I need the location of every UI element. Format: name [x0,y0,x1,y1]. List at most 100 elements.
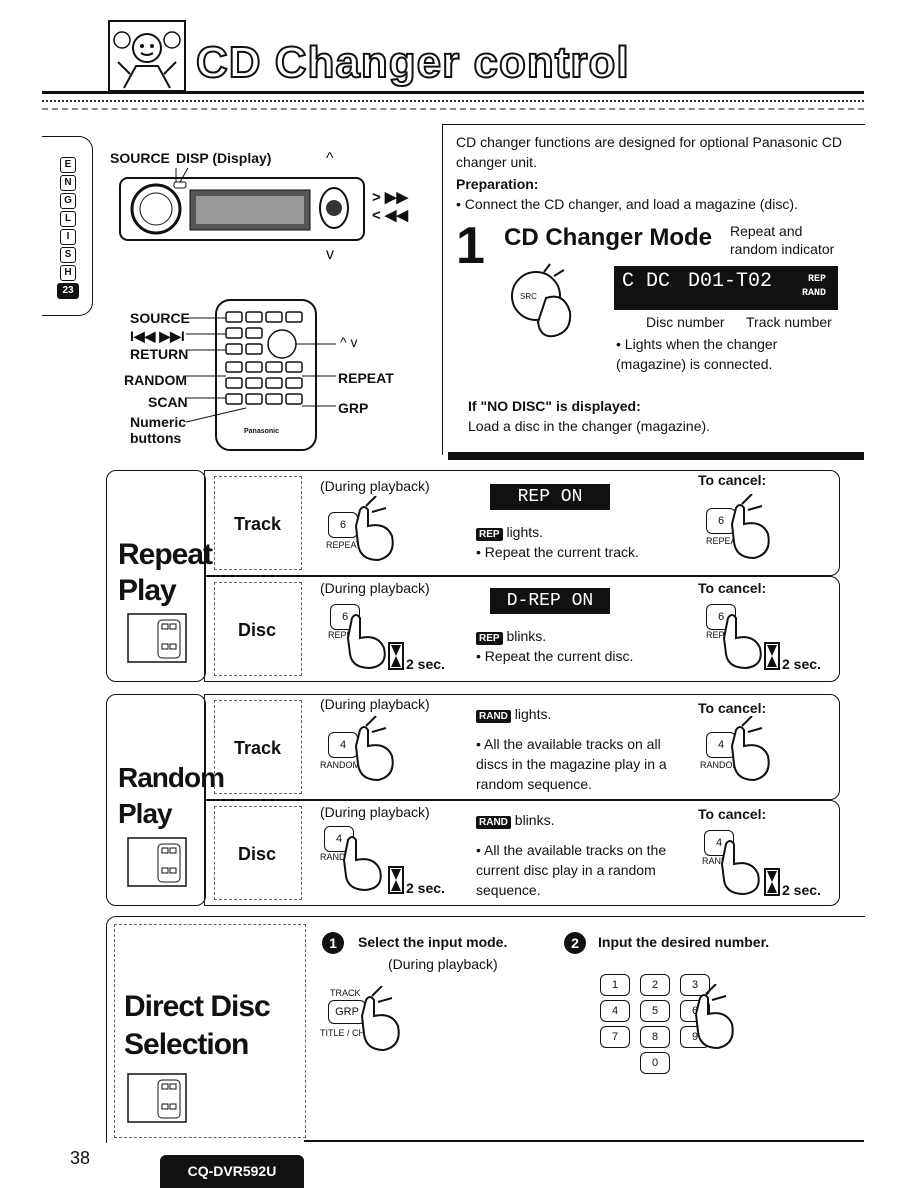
step1-btn-top: TRACK [330,988,361,998]
repeat-disc-label: Disc [238,620,277,640]
remote-repeat-label: REPEAT [338,370,394,386]
no-disc-heading: If "NO DISC" is displayed: [468,398,641,414]
random-disc-during: (During playback) [320,804,430,820]
remote-numeric-label: Numeric [130,414,187,430]
keypad-0[interactable]: 0 [640,1052,670,1074]
disp-label: DISP (Display) [176,150,272,166]
keypad-5[interactable]: 5 [640,1000,670,1022]
pointing-hand-icon [354,716,394,782]
random-disc-cancel: To cancel: [698,806,767,822]
side-letter: H [60,265,76,281]
page-title: CD Changer control [195,37,630,88]
step1-sub: (During playback) [388,956,498,972]
page-number: 38 [70,1148,91,1168]
mode-title: CD Changer Mode [504,224,713,251]
disc-number-label: Disc number [646,314,725,330]
prep-bullet: • Connect the CD changer, and load a mag… [456,196,798,212]
keypad-2[interactable]: 2 [640,974,670,996]
repeat-disc-label-cell [214,582,302,676]
random-disc-4-button[interactable]: 4 [324,826,354,852]
lcd-right: D01-T02 [688,270,773,293]
side-letter: G [60,193,76,209]
direct-label-cell [114,924,306,1138]
repeat-cancel-6-button[interactable]: 6 [706,508,736,534]
lcd-rep: REP [808,274,827,285]
repeat-disc-status: REP blinks. [476,628,547,645]
repeat-disc-cancel-hold: 2 sec. [782,656,821,672]
random-track-row [204,694,840,800]
repeat-disc-row [204,576,840,682]
keypad-1[interactable]: 1 [600,974,630,996]
random-disc-row [204,800,840,906]
repeat-disc-hold: 2 sec. [406,656,445,672]
pointing-hand-icon [720,840,760,896]
side-letter: E [60,157,76,173]
direct-bottom-rule [304,1140,864,1142]
lcd-rand: RAND [802,288,827,299]
random-disc-status: RAND blinks. [476,812,555,829]
repeat-cancel-caption: REPEAT [706,536,742,546]
source-label: SOURCE [110,150,170,166]
repeat-title-2: Play [118,574,177,607]
repeat-track-row [204,470,840,576]
lights-note-text: Lights when the changer (magazine) is co… [616,336,778,372]
repeat-disc-bullet: • Repeat the current disc. [476,648,634,664]
remote-buttons-label: buttons [130,430,182,446]
direct-title: Direct Disc [124,990,271,1023]
hourglass-icon [764,868,780,896]
grp-button[interactable]: GRP [328,1000,366,1024]
src-button-hand-icon [511,263,572,338]
rewind-label: < ◀◀ [372,207,408,224]
keypad-3[interactable]: 3 [680,974,710,996]
step1-number: 1 [322,932,344,954]
remote-brand: Panasonic [244,428,280,435]
random-disc-status-text: blinks. [514,812,555,828]
repeat-disc-btn-caption: REPE [328,630,353,640]
intro-text: CD changer functions are designed for op… [456,134,843,170]
keypad-8[interactable]: 8 [640,1026,670,1048]
random-track-status: RAND lights. [476,706,552,723]
side-page-badge: 23 [57,283,79,299]
remote-scan-label: SCAN [148,394,188,410]
repeat-disc-status-text: blinks. [506,628,547,644]
random-track-during: (During playback) [320,696,430,712]
model-number: CQ-DVR592U [160,1155,304,1188]
random-disc-bullet: • All the available tracks on the curren… [476,842,667,898]
header-illustration [108,20,186,92]
random-disc-btn-caption: RAND [320,852,346,862]
remote-mini-icon [127,1073,187,1123]
hourglass-icon [388,866,404,894]
repeat-track-cancel: To cancel: [698,472,767,488]
src-label: SRC [520,292,537,301]
random-track-status-text: lights. [514,706,552,722]
rand-indicator: RAND [476,816,511,829]
remote-illustration [186,299,336,451]
random-4-button[interactable]: 4 [328,732,358,758]
pointing-hand-icon [730,494,770,560]
head-unit-illustration [119,168,365,241]
random-track-cancel: To cancel: [698,700,767,716]
header-rule [42,91,864,94]
header-dotted-rule-2 [42,108,864,110]
remote-random-label: RANDOM [124,372,187,388]
step2-text: Input the desired number. [598,934,770,950]
info-box [442,124,865,455]
random-disc-cancel-caption: RAND [702,856,728,866]
remote-source-label: SOURCE [130,310,190,326]
step1-text: Select the input mode. [358,934,508,950]
side-letter: I [60,229,76,245]
keypad-7[interactable]: 7 [600,1026,630,1048]
keypad-4[interactable]: 4 [600,1000,630,1022]
repeat-track-bullet: • Repeat the current track. [476,544,639,560]
remote-skip-label: I◀◀ ▶▶I [130,328,185,344]
random-track-btn-caption: RANDOM [320,760,360,770]
random-track-label-cell [214,700,302,794]
side-letter: N [60,175,76,191]
step1-marker: 1 [322,932,344,954]
random-disc-label-cell [214,806,302,900]
step1-btn-bottom: TITLE / CH [320,1028,366,1038]
rep-indicator: REP [476,528,503,541]
pointing-hand-icon [730,716,770,782]
repeat-disc-bullet-text: Repeat the current disc. [484,648,634,664]
random-disc-bullet-text: All the available tracks on the current … [476,842,667,898]
